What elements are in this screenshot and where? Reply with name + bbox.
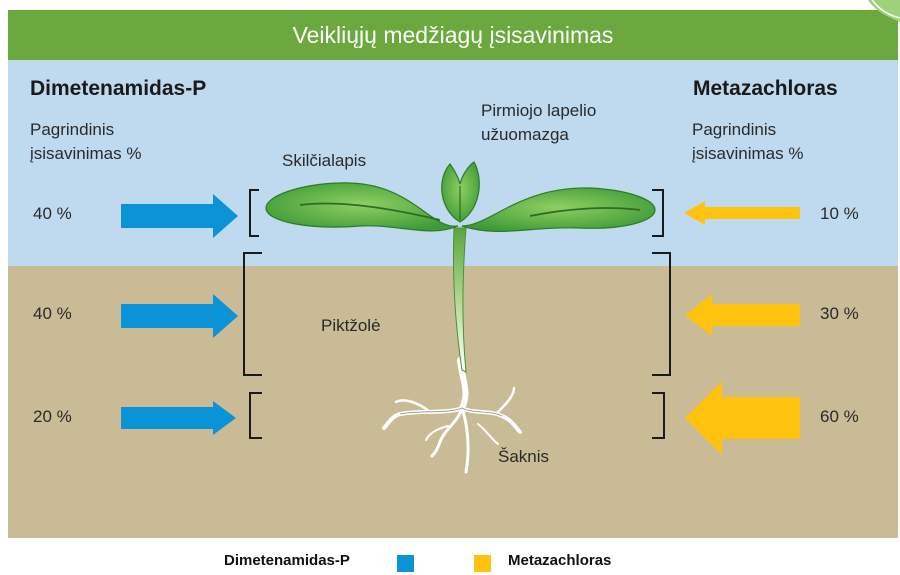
blue-arrow-root <box>121 401 236 435</box>
legend-left-label: Dimetenamidas-P <box>224 552 350 569</box>
left-cotyledon-leaf <box>265 182 459 232</box>
weed-label: Piktžolė <box>321 316 381 335</box>
left-bracket-hypocotyl <box>243 252 262 376</box>
leaf-corner-icon <box>868 0 900 22</box>
left-heading: Dimetenamidas-P <box>30 77 207 100</box>
diagram-title: Veikliųjų medžiagų įsisavinimas <box>292 22 614 48</box>
right-subheading: Pagrindinis įsisavinimas % <box>692 120 804 163</box>
blue-arrow-shoot <box>121 194 238 238</box>
right-bracket-hypocotyl <box>652 252 671 376</box>
yellow-arrow-hypocotyl <box>685 294 800 336</box>
primary-leaf-label: Pirmiojo lapelio užuomazga <box>481 101 597 144</box>
blue-arrow-hypocotyl <box>121 294 238 338</box>
left-subheading: Pagrindinis įsisavinimas % <box>30 120 142 163</box>
right-bracket-root <box>652 392 665 439</box>
legend-yellow-swatch <box>474 555 491 572</box>
left-bracket-root <box>249 392 262 439</box>
right-cotyledon-leaf <box>461 187 656 233</box>
right-value-hypocotyl: 30 % <box>820 304 859 323</box>
above-ground-zone <box>8 60 898 266</box>
left-value-shoot: 40 % <box>33 204 72 223</box>
cotyledon-label: Skilčialapis <box>282 151 367 170</box>
roots <box>382 357 522 474</box>
legend-blue-swatch <box>397 555 414 572</box>
title-bar: Veikliųjų medžiagų įsisavinimas <box>8 10 898 60</box>
yellow-arrow-root <box>685 381 800 455</box>
left-value-root: 20 % <box>33 407 72 426</box>
stem <box>452 227 467 373</box>
right-value-root: 60 % <box>820 407 859 426</box>
left-value-hypocotyl: 40 % <box>33 304 72 323</box>
yellow-arrow-shoot <box>684 201 800 225</box>
right-bracket-shoot <box>652 189 664 237</box>
root-outline <box>399 407 503 417</box>
legend-right-label: Metazachloras <box>508 552 612 569</box>
root-label: Šaknis <box>498 447 550 466</box>
left-bracket-shoot <box>249 189 259 237</box>
right-value-shoot: 10 % <box>820 204 859 223</box>
right-heading: Metazachloras <box>693 77 838 100</box>
